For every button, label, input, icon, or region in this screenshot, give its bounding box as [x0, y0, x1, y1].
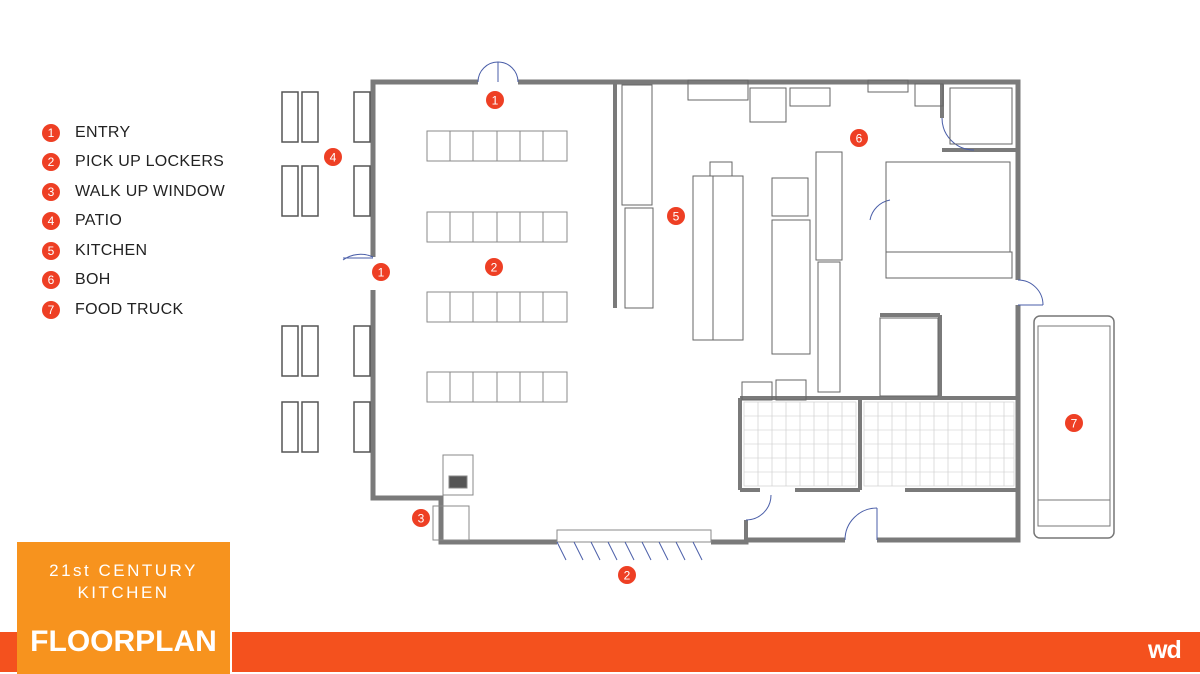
legend-label: WALK UP WINDOW	[75, 182, 225, 200]
legend-number: 7	[42, 300, 60, 319]
marker-label: 4	[330, 151, 337, 165]
legend-label: BOH	[75, 271, 111, 289]
legend-item-kitchen: 5 KITCHEN	[42, 236, 225, 266]
legend-item-pickup-lockers: 2 PICK UP LOCKERS	[42, 148, 225, 178]
exterior-walls	[370, 79, 1021, 545]
legend-item-patio: 4 PATIO	[42, 207, 225, 237]
legend-item-entry: 1 ENTRY	[42, 118, 225, 148]
legend-label: PATIO	[75, 212, 123, 230]
legend-label: ENTRY	[75, 123, 131, 141]
title-main: FLOORPLAN	[30, 625, 217, 658]
legend-label: PICK UP LOCKERS	[75, 153, 225, 171]
legend-item-boh: 6 BOH	[42, 266, 225, 296]
plan-markers: 1 1 2 2 3 4 5 6 7	[324, 91, 1083, 584]
marker-kitchen: 5	[667, 207, 685, 225]
marker-label: 5	[673, 210, 680, 224]
marker-entry-side: 1	[372, 263, 390, 281]
marker-label: 6	[856, 132, 863, 146]
walk-up-window-booth	[432, 454, 474, 541]
marker-label: 7	[1071, 417, 1078, 431]
legend-label: KITCHEN	[75, 241, 148, 259]
marker-label: 2	[491, 261, 498, 275]
brand-logo: wd	[1148, 636, 1182, 664]
kitchen-equipment	[621, 79, 1013, 401]
legend-number: 6	[42, 271, 60, 290]
legend-number: 2	[42, 153, 60, 172]
marker-label: 1	[378, 266, 385, 280]
legend-number: 4	[42, 212, 60, 231]
legend-number: 1	[42, 123, 60, 142]
marker-food-truck: 7	[1065, 414, 1083, 432]
marker-label: 1	[492, 94, 499, 108]
restroom-tiles	[743, 401, 1015, 487]
pickup-locker-rows	[426, 130, 568, 403]
marker-entry-top: 1	[486, 91, 504, 109]
legend-label: FOOD TRUCK	[75, 300, 184, 318]
marker-lockers-dining: 2	[485, 258, 503, 276]
title-subtitle: 21st CENTURY KITCHEN	[49, 561, 198, 602]
legend-number: 5	[42, 241, 60, 260]
marker-walk-up-window: 3	[412, 509, 430, 527]
marker-label: 2	[624, 569, 631, 583]
legend-item-walk-up-window: 3 WALK UP WINDOW	[42, 177, 225, 207]
marker-boh: 6	[850, 129, 868, 147]
title-box: 21st CENTURY KITCHEN FLOORPLAN	[17, 540, 232, 674]
patio-tables	[281, 91, 371, 453]
interior-walls	[613, 82, 1018, 542]
marker-lockers-exterior: 2	[618, 566, 636, 584]
legend-number: 3	[42, 182, 60, 201]
exterior-locker-doors	[556, 529, 712, 561]
marker-patio: 4	[324, 148, 342, 166]
marker-label: 3	[418, 512, 425, 526]
door-swings	[342, 61, 1044, 541]
legend-item-food-truck: 7 FOOD TRUCK	[42, 295, 225, 325]
